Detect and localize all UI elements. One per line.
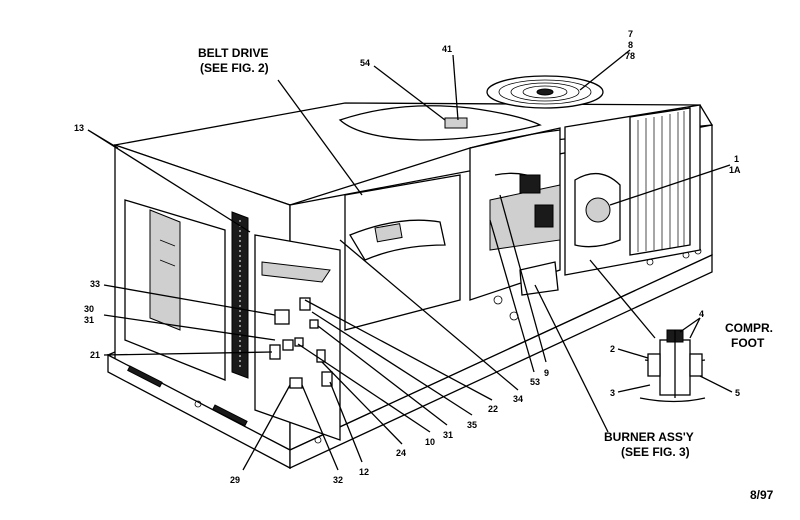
callout-13: 13: [74, 123, 84, 133]
callout-1: 1: [734, 154, 739, 164]
callout-3: 3: [610, 388, 615, 398]
callout-78: 78: [625, 51, 635, 61]
callout-12: 12: [359, 467, 369, 477]
callout-2: 2: [610, 344, 615, 354]
callout-4: 4: [699, 309, 704, 319]
date-code: 8/97: [750, 488, 774, 502]
condenser-section: [564, 104, 701, 276]
belt-drive-label: BELT DRIVE: [198, 46, 268, 60]
burner-ref-label: (SEE FIG. 3): [621, 445, 690, 459]
callout-9: 9: [544, 368, 549, 378]
condenser-fan: [486, 75, 604, 109]
leader-lines: [87, 49, 733, 471]
callout-33: 33: [90, 279, 100, 289]
front-coil: [231, 211, 249, 379]
callout-21: 21: [90, 350, 100, 360]
callout-31-bottom: 31: [443, 430, 453, 440]
burner-label: BURNER ASS'Y: [604, 430, 694, 444]
callout-8: 8: [628, 40, 633, 50]
callout-10: 10: [425, 437, 435, 447]
callout-54: 54: [360, 58, 370, 68]
compressor-foot-inset: [639, 329, 706, 403]
callout-30: 30: [84, 304, 94, 314]
callout-22: 22: [488, 404, 498, 414]
foot-label: FOOT: [731, 336, 765, 350]
callout-5: 5: [735, 388, 740, 398]
callout-34: 34: [513, 394, 523, 404]
front-access-opening: [124, 199, 226, 381]
burner-compartment: [469, 127, 561, 321]
callout-29: 29: [230, 475, 240, 485]
callout-32: 32: [333, 475, 343, 485]
callout-24: 24: [396, 448, 406, 458]
callout-53: 53: [530, 377, 540, 387]
top-access-covers: [338, 105, 561, 149]
callout-31-left: 31: [84, 315, 94, 325]
blower-compartment: [344, 174, 461, 331]
control-panel: [254, 234, 341, 441]
compr-label: COMPR.: [725, 321, 773, 335]
callout-35: 35: [467, 420, 477, 430]
callout-7: 7: [628, 29, 633, 39]
belt-drive-ref-label: (SEE FIG. 2): [200, 61, 269, 75]
callout-41: 41: [442, 44, 452, 54]
callout-1a: 1A: [729, 165, 741, 175]
